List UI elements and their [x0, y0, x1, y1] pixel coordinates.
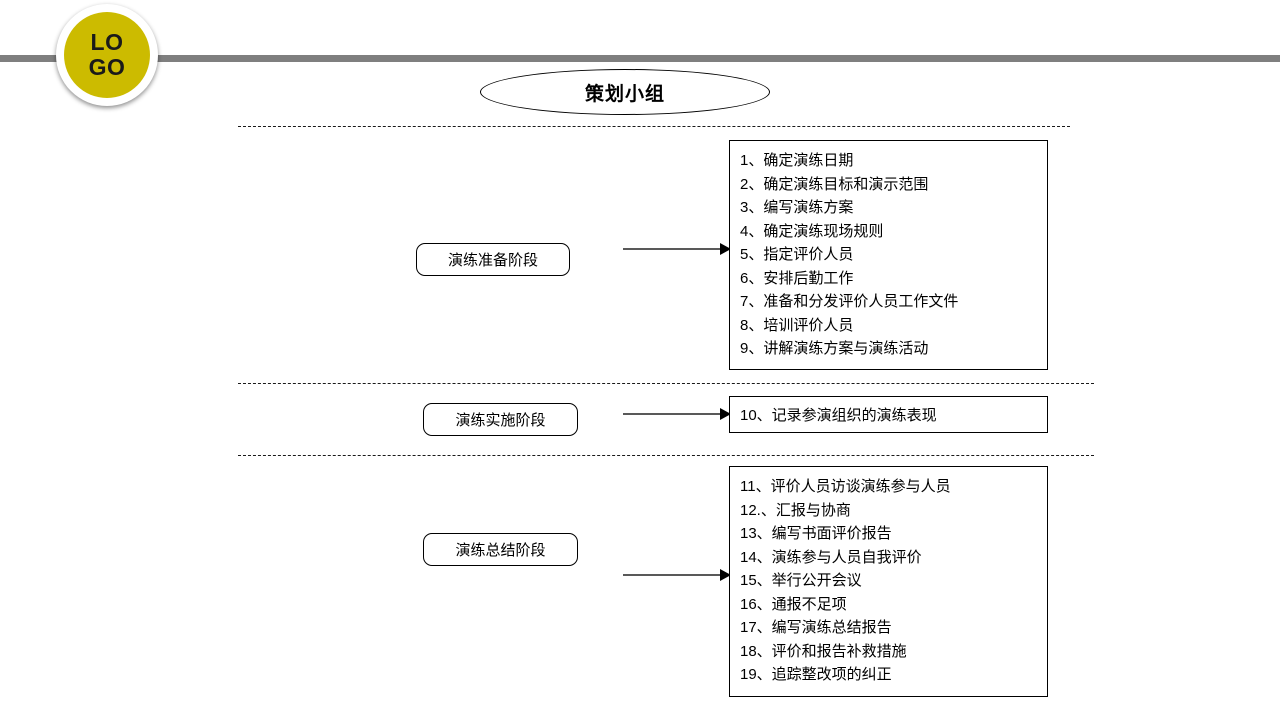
logo: LO GO [56, 4, 158, 106]
logo-disc: LO GO [64, 12, 150, 98]
section-divider-2 [238, 383, 1094, 384]
task-list: 10、记录参演组织的演练表现 [730, 397, 1047, 428]
task-list-item: 15、举行公开会议 [740, 572, 862, 589]
page-title: 策划小组 [584, 83, 665, 105]
arrow-shaft [623, 574, 722, 576]
arrow-head [720, 243, 731, 255]
section-divider-1 [238, 126, 1070, 127]
page-title-ellipse: 策划小组 [480, 69, 770, 115]
task-list-item: 13、编写书面评价报告 [740, 525, 892, 542]
arrow-right-icon-3 [623, 569, 731, 581]
arrow-shaft [623, 413, 722, 415]
task-box-preparation: 1、确定演练日期 2、确定演练目标和演示范围 3、编写演练方案 4、确定演练现场规则 5… [729, 140, 1048, 370]
task-list-item: 9、讲解演练方案与演练活动 [740, 340, 929, 357]
task-list-item: 11、评价人员访谈演练参与人员 [740, 478, 951, 495]
task-list: 11、评价人员访谈演练参与人员 12.、汇报与协商 13、编写书面评价报告 14、演练… [730, 467, 1047, 687]
arrow-right-icon-1 [623, 243, 731, 255]
task-list-item: 19、追踪整改项的纠正 [740, 666, 892, 683]
task-list-item: 5、指定评价人员 [740, 246, 854, 263]
task-list: 1、确定演练日期 2、确定演练目标和演示范围 3、编写演练方案 4、确定演练现场规则 5… [730, 141, 1047, 361]
task-list-item: 17、编写演练总结报告 [740, 619, 892, 636]
arrow-right-icon-2 [623, 408, 731, 420]
task-list-item: 4、确定演练现场规则 [740, 222, 884, 240]
task-box-execution: 10、记录参演组织的演练表现 [729, 396, 1048, 433]
task-list-item: 18、评价和报告补救措施 [740, 642, 907, 660]
task-list-item: 10、记录参演组织的演练表现 [740, 407, 937, 424]
logo-text-line1: LO [90, 29, 124, 56]
task-list-item: 1、确定演练日期 [740, 152, 854, 169]
stage-label-summary: 演练总结阶段 [423, 533, 578, 566]
arrow-head [720, 569, 731, 581]
task-list-item: 2、确定演练目标和演示范围 [740, 175, 929, 193]
logo-text-line2: GO [88, 54, 126, 80]
task-list-item: 16、通报不足项 [740, 595, 847, 613]
task-list-item: 12.、汇报与协商 [740, 501, 851, 519]
task-box-summary: 11、评价人员访谈演练参与人员 12.、汇报与协商 13、编写书面评价报告 14、演练… [729, 466, 1048, 697]
task-list-item: 14、演练参与人员自我评价 [740, 548, 922, 566]
stage-label-preparation: 演练准备阶段 [416, 243, 570, 276]
task-list-item: 3、编写演练方案 [740, 199, 854, 216]
stage-label-execution: 演练实施阶段 [423, 403, 578, 436]
task-list-item: 7、准备和分发评价人员工作文件 [740, 293, 959, 310]
task-list-item: 6、安排后勤工作 [740, 269, 854, 287]
arrow-head [720, 408, 731, 420]
header-divider-bar [0, 55, 1280, 62]
arrow-shaft [623, 248, 722, 250]
section-divider-3 [238, 455, 1094, 456]
task-list-item: 8、培训评价人员 [740, 316, 854, 334]
